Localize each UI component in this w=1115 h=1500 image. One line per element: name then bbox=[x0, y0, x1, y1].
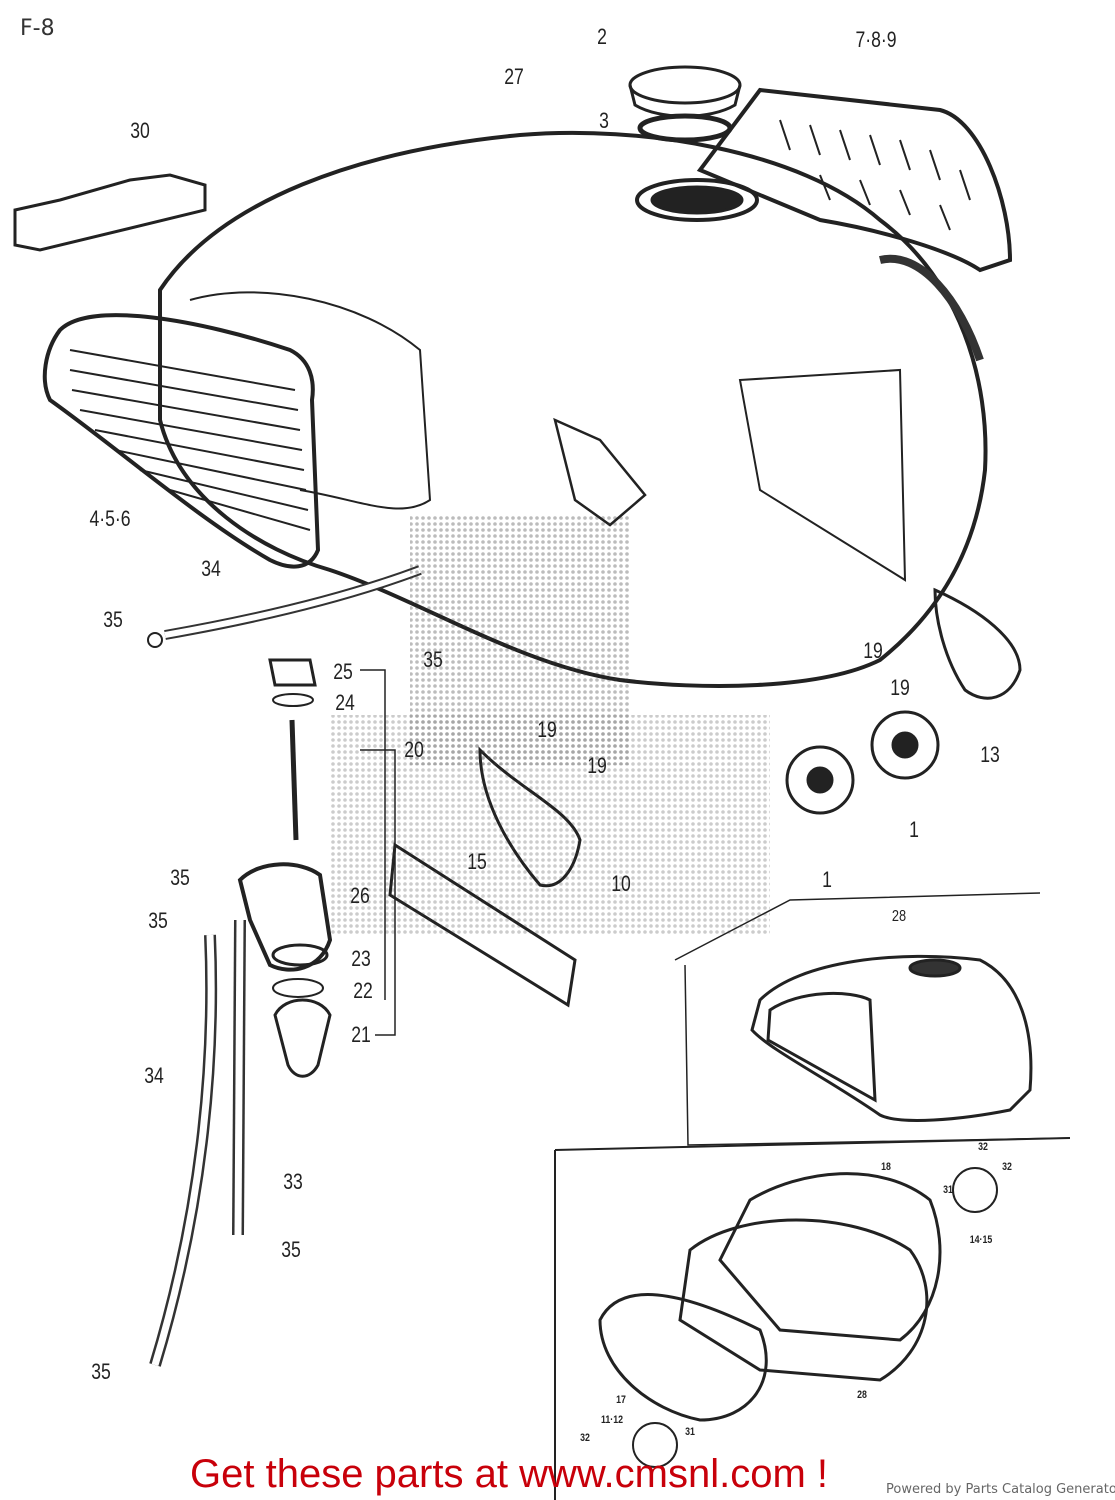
callout: 13 bbox=[980, 742, 1000, 767]
inset-tank-17 bbox=[598, 1293, 768, 1422]
cap-gasket bbox=[637, 113, 733, 143]
inset-callout: 32 bbox=[580, 1432, 590, 1444]
hose-clip bbox=[147, 632, 163, 648]
fuel-cap bbox=[628, 65, 742, 105]
callout: 3 bbox=[599, 108, 609, 133]
fuel-cock-washer bbox=[272, 693, 314, 707]
cms-watermark bbox=[330, 515, 770, 935]
callout: 19 bbox=[587, 753, 607, 778]
alt-tank bbox=[750, 954, 1033, 1122]
inset-emblem bbox=[952, 1167, 998, 1213]
callout: 35 bbox=[91, 1359, 111, 1384]
alt-tank-panel bbox=[766, 992, 877, 1103]
inset-callout: 14·15 bbox=[969, 1234, 993, 1246]
callout: 35 bbox=[423, 647, 443, 672]
cushion bbox=[785, 745, 855, 815]
callout: 1 bbox=[822, 867, 832, 892]
inset-callout: 28 bbox=[857, 1389, 867, 1401]
top-pad bbox=[696, 87, 1013, 273]
fuel-cock-packing bbox=[272, 978, 324, 998]
callout: 34 bbox=[144, 1063, 164, 1088]
inset-callout: 18 bbox=[881, 1161, 891, 1173]
callout: 20 bbox=[404, 737, 424, 762]
callout: 21 bbox=[351, 1022, 371, 1047]
inset-callout: 31 bbox=[685, 1426, 695, 1438]
callout: 25 bbox=[333, 659, 353, 684]
cushion bbox=[870, 710, 940, 780]
callout: 27 bbox=[504, 64, 524, 89]
diagram-title: F-8 bbox=[20, 16, 55, 41]
callout: 19 bbox=[890, 675, 910, 700]
callout: 35 bbox=[170, 865, 190, 890]
knee-grip bbox=[42, 313, 321, 569]
inset-callout: 11·12 bbox=[600, 1414, 624, 1426]
fuel-tank bbox=[158, 130, 988, 688]
callout: 10 bbox=[611, 871, 631, 896]
callout: 4·5·6 bbox=[89, 506, 131, 531]
inset-frame bbox=[554, 1137, 1071, 1500]
watermark-dots bbox=[330, 715, 770, 935]
callout: 23 bbox=[351, 946, 371, 971]
filler-opening bbox=[635, 178, 759, 222]
fuel-cap-body bbox=[628, 84, 742, 118]
inset-callout: 31 bbox=[943, 1184, 953, 1196]
fuel-cock-strainer bbox=[271, 943, 329, 967]
callout: 34 bbox=[201, 556, 221, 581]
powered-by-text: Powered by Parts Catalog Generator bbox=[886, 1482, 1115, 1497]
callout: 24 bbox=[335, 690, 355, 715]
top-pad-ribs bbox=[779, 119, 971, 231]
inset-tank-28 bbox=[678, 1218, 929, 1382]
knee-grip-ribs bbox=[69, 349, 311, 531]
inset-emblem bbox=[632, 1422, 678, 1468]
tank-rear-edge bbox=[879, 254, 984, 362]
alt-tank-filler bbox=[908, 958, 962, 978]
callout: 22 bbox=[353, 978, 373, 1003]
callout: 19 bbox=[537, 717, 557, 742]
inset-callout: 32 bbox=[978, 1141, 988, 1153]
filler-hole bbox=[650, 185, 744, 215]
emblem-mount bbox=[553, 417, 647, 527]
inset-tank-18 bbox=[718, 1172, 942, 1342]
callout: 33 bbox=[283, 1169, 303, 1194]
callout: 35 bbox=[103, 607, 123, 632]
bracket bbox=[13, 173, 207, 252]
callout: 35 bbox=[148, 908, 168, 933]
fuel-cock bbox=[237, 862, 333, 972]
callout: 7·8·9 bbox=[855, 27, 897, 52]
callout: 26 bbox=[350, 883, 370, 908]
callout: 35 bbox=[281, 1237, 301, 1262]
inset-callout: 32 bbox=[1002, 1161, 1012, 1173]
callout: 30 bbox=[130, 118, 150, 143]
fuel-cock-pipe bbox=[289, 719, 299, 841]
cushion-hole bbox=[806, 766, 834, 794]
inset-callout: 17 bbox=[616, 1394, 626, 1406]
tank-panel-outline bbox=[189, 291, 432, 510]
fuel-cock-cup bbox=[273, 998, 332, 1078]
callout: 2 bbox=[597, 24, 607, 49]
fuel-cock-nut bbox=[268, 658, 317, 687]
callout: 19 bbox=[863, 638, 883, 663]
tank-side-panel bbox=[738, 368, 907, 582]
side-pad-13 bbox=[933, 587, 1022, 700]
cushion-hole bbox=[891, 731, 919, 759]
callout: 1 bbox=[909, 817, 919, 842]
callout: 28 bbox=[891, 908, 907, 925]
shop-link[interactable]: Get these parts at www.cmsnl.com ! bbox=[190, 1452, 828, 1496]
callout: 15 bbox=[467, 849, 487, 874]
